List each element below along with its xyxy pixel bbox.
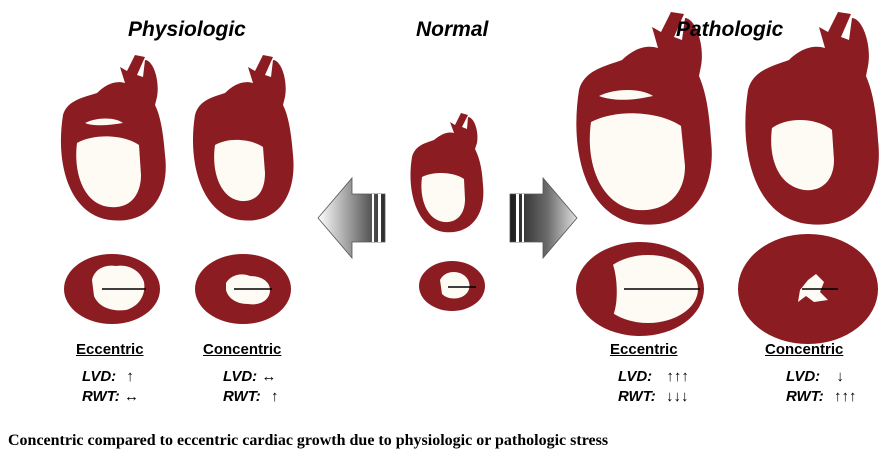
figure-caption: Concentric compared to eccentric cardiac… xyxy=(8,432,609,449)
rwt-label: RWT: xyxy=(618,388,656,405)
panel-label-physiologic-eccentric: Eccentric xyxy=(76,341,144,358)
lvd-physiologic-concentric: LVD: ↔ xyxy=(223,368,276,385)
rwt-value: ↑↑↑ xyxy=(833,388,857,405)
cross-section-physiologic-eccentric xyxy=(64,254,160,324)
rwt-label: RWT: xyxy=(82,388,120,405)
lvd-value: ↑ xyxy=(126,368,134,385)
rwt-label: RWT: xyxy=(786,388,824,405)
heart-normal xyxy=(410,113,484,233)
rwt-physiologic-eccentric: RWT: ↔ xyxy=(82,388,139,405)
rwt-value: ↔ xyxy=(123,388,139,405)
lvd-pathologic-concentric: LVD: ↓ xyxy=(786,368,844,385)
lvd-label: LVD: xyxy=(786,368,821,385)
panel-label-pathologic-concentric: Concentric xyxy=(765,341,844,358)
rwt-label: RWT: xyxy=(223,388,261,405)
heart-pathologic-concentric xyxy=(745,12,879,225)
cross-section-pathologic-eccentric xyxy=(576,242,704,336)
rwt-pathologic-eccentric: RWT: ↓↓↓ xyxy=(618,388,688,405)
cross-section-physiologic-concentric xyxy=(195,254,291,324)
lvd-value: ↓ xyxy=(836,368,844,385)
lvd-label: LVD: xyxy=(223,368,258,385)
arrow-left-to-physiologic xyxy=(317,176,386,260)
rwt-physiologic-concentric: RWT: ↑ xyxy=(223,388,278,405)
heading-normal: Normal xyxy=(416,18,489,41)
cross-section-normal xyxy=(419,261,485,311)
lvd-value: ↑↑↑ xyxy=(666,368,689,385)
heading-pathologic: Pathologic xyxy=(676,18,784,41)
rwt-value: ↓↓↓ xyxy=(665,388,689,405)
panel-label-physiologic-concentric: Concentric xyxy=(203,341,282,358)
heart-physiologic-eccentric xyxy=(60,55,166,221)
rwt-pathologic-concentric: RWT: ↑↑↑ xyxy=(786,388,856,405)
lvd-value: ↔ xyxy=(261,368,277,385)
cross-section-pathologic-concentric xyxy=(738,234,878,344)
rwt-value: ↑ xyxy=(270,388,279,405)
lvd-label: LVD: xyxy=(82,368,117,385)
panel-label-pathologic-eccentric: Eccentric xyxy=(610,341,678,358)
lvd-pathologic-eccentric: LVD: ↑↑↑ xyxy=(618,368,689,385)
heart-physiologic-concentric xyxy=(192,55,294,221)
arrow-right-to-pathologic xyxy=(509,176,578,260)
heart-pathologic-eccentric xyxy=(576,12,712,225)
lvd-physiologic-eccentric: LVD: ↑ xyxy=(82,368,134,385)
heading-physiologic: Physiologic xyxy=(128,18,246,41)
lvd-label: LVD: xyxy=(618,368,653,385)
